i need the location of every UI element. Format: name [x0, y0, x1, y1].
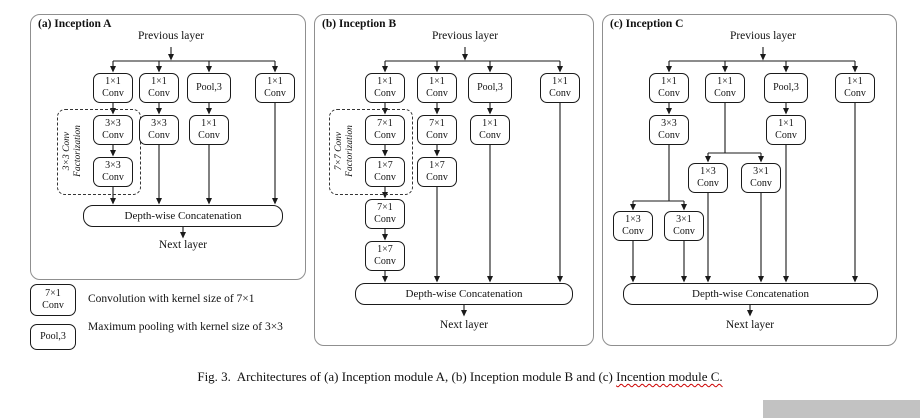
a-branch3-conv1x1: 1×1 Conv	[189, 115, 229, 145]
c-branch2-conv3x1: 3×1 Conv	[741, 163, 781, 193]
a-depthwise-concatenation: Depth-wise Concatenation	[83, 205, 283, 227]
a-branch1-conv3x3-first: 3×3 Conv	[93, 115, 133, 145]
factorization-box-3x3	[57, 109, 141, 195]
a-branch3-pool3: Pool,3	[187, 73, 231, 103]
b-branch2-conv1x7: 1×7 Conv	[417, 157, 457, 187]
b-branch1-conv1x7-first: 1×7 Conv	[365, 157, 405, 187]
a-branch4-conv1x1: 1×1 Conv	[255, 73, 295, 103]
c-branch4-conv1x1: 1×1 Conv	[835, 73, 875, 103]
a-branch2-conv1x1: 1×1 Conv	[139, 73, 179, 103]
b-branch4-conv1x1: 1×1 Conv	[540, 73, 580, 103]
c-branch1-conv1x1: 1×1 Conv	[649, 73, 689, 103]
c-branch1-conv1x3: 1×3 Conv	[613, 211, 653, 241]
panel-inception-c: (c) Inception C Previous layer 1×1 Conv …	[602, 14, 897, 346]
b-branch1-conv7x1-first: 7×1 Conv	[365, 115, 405, 145]
factorization-box-7x7	[329, 109, 413, 195]
c-branch3-conv1x1: 1×1 Conv	[766, 115, 806, 145]
c-branch2-conv1x3: 1×3 Conv	[688, 163, 728, 193]
figure-caption: Fig. 3. Architectures of (a) Inception m…	[0, 369, 920, 385]
legend-pool-example-box: Pool,3	[30, 324, 76, 350]
c-branch2-conv1x1: 1×1 Conv	[705, 73, 745, 103]
previous-layer-label: Previous layer	[431, 30, 499, 42]
factorization-label-7x7: 7×7 Conv Factorization	[334, 125, 355, 177]
caption-text: Fig. 3. Architectures of (a) Inception m…	[197, 369, 617, 384]
b-branch3-conv1x1: 1×1 Conv	[470, 115, 510, 145]
next-layer-label: Next layer	[725, 319, 775, 331]
c-branch3-pool3: Pool,3	[764, 73, 808, 103]
b-branch2-conv1x1: 1×1 Conv	[417, 73, 457, 103]
panel-inception-b: (b) Inception B Previous layer 7×7 Conv …	[314, 14, 594, 346]
c-branch1-conv3x3: 3×3 Conv	[649, 115, 689, 145]
a-branch2-conv3x3: 3×3 Conv	[139, 115, 179, 145]
b-branch1-conv1x1: 1×1 Conv	[365, 73, 405, 103]
panel-c-title: (c) Inception C	[610, 18, 684, 30]
b-branch2-conv7x1: 7×1 Conv	[417, 115, 457, 145]
c-depthwise-concatenation: Depth-wise Concatenation	[623, 283, 878, 305]
b-branch1-conv1x7-second: 1×7 Conv	[365, 241, 405, 271]
legend-conv-description: Convolution with kernel size of 7×1	[88, 293, 255, 305]
page-edge-gray-corner	[763, 400, 920, 418]
caption-spellcheck-flagged-text: Incention module C.	[616, 369, 723, 384]
previous-layer-label: Previous layer	[729, 30, 797, 42]
a-branch1-conv3x3-second: 3×3 Conv	[93, 157, 133, 187]
next-layer-label: Next layer	[158, 239, 208, 251]
b-branch1-conv7x1-second: 7×1 Conv	[365, 199, 405, 229]
next-layer-label: Next layer	[439, 319, 489, 331]
panel-a-title: (a) Inception A	[38, 18, 112, 30]
c-branch1-conv3x1: 3×1 Conv	[664, 211, 704, 241]
legend-conv-example-box: 7×1 Conv	[30, 284, 76, 316]
previous-layer-label: Previous layer	[137, 30, 205, 42]
b-branch3-pool3: Pool,3	[468, 73, 512, 103]
b-depthwise-concatenation: Depth-wise Concatenation	[355, 283, 573, 305]
panel-b-title: (b) Inception B	[322, 18, 397, 30]
legend-pool-description: Maximum pooling with kernel size of 3×3	[88, 321, 283, 333]
a-branch1-conv1x1: 1×1 Conv	[93, 73, 133, 103]
factorization-label-3x3: 3×3 Conv Factorization	[62, 125, 83, 177]
panel-inception-a: (a) Inception A Previous layer 3×3 Conv …	[30, 14, 306, 280]
